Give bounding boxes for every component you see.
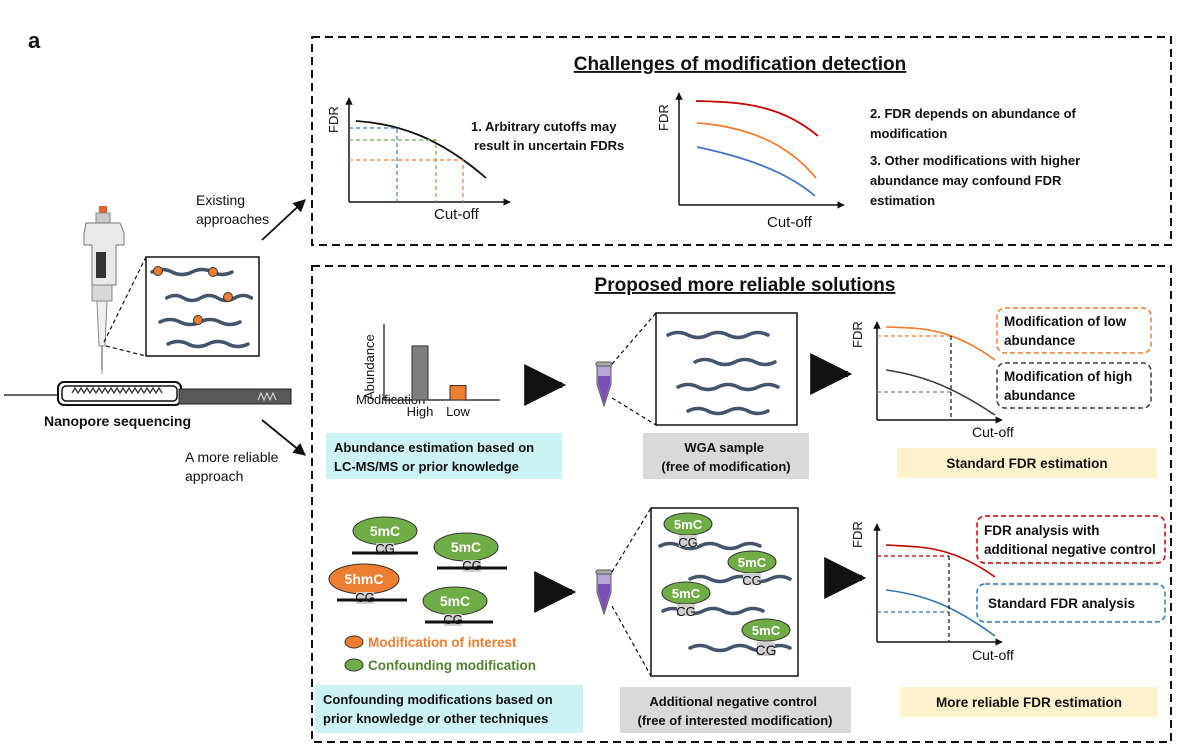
confounding-box bbox=[315, 685, 583, 733]
mod-label-4: 5mC bbox=[440, 593, 470, 609]
legend-standard-analysis bbox=[976, 583, 1166, 623]
bar-tick-label-high: High bbox=[407, 404, 434, 419]
legend-negative-control-text: FDR analysis with additional negative co… bbox=[984, 523, 1156, 557]
abundance-bar-chart: High Low bbox=[383, 324, 500, 419]
note-confound: 3. Other modifications with higher abund… bbox=[870, 153, 1084, 208]
panel-label: a bbox=[28, 28, 41, 53]
chart-arbitrary-cutoffs bbox=[345, 97, 511, 206]
existing-approaches-label: Existing approaches bbox=[196, 192, 269, 227]
reliable-fdr-text: More reliable FDR estimation bbox=[936, 695, 1122, 710]
mod-label-1: 5mC bbox=[370, 523, 400, 539]
confounding-text: Confounding modifications based on prior… bbox=[323, 692, 556, 726]
fdr-curve bbox=[355, 120, 487, 179]
control-cg-label-4: CG bbox=[756, 642, 777, 658]
chart-abundance-fdr bbox=[675, 92, 845, 209]
control-mod-label-3: 5mC bbox=[672, 586, 701, 601]
arrow-reliable bbox=[261, 419, 306, 456]
nanopore-sequencing-label: Nanopore sequencing bbox=[44, 413, 191, 429]
control-mod-label-1: 5mC bbox=[674, 517, 703, 532]
arrow-existing bbox=[261, 199, 306, 241]
control-cg-label-2: CG bbox=[742, 573, 762, 588]
fdr1-xlabel: Cut-off bbox=[972, 424, 1014, 440]
challenges-panel bbox=[311, 36, 1172, 246]
control-cg-label-3: CG bbox=[676, 604, 696, 619]
sample-inset bbox=[145, 256, 260, 357]
negative-control-text: Additional negative control (free of int… bbox=[637, 694, 832, 728]
legend-high-abundance bbox=[996, 362, 1152, 409]
wga-sample-box bbox=[643, 433, 809, 479]
control-cg-label-1: CG bbox=[678, 535, 698, 550]
dna-reads-inset bbox=[150, 266, 254, 349]
note-arbitrary-cutoffs: 1. Arbitrary cutoffs may result in uncer… bbox=[471, 119, 624, 153]
fdr1-ylabel: FDR bbox=[850, 321, 865, 348]
abundance-estimation-text: Abundance estimation based on LC-MS/MS o… bbox=[334, 440, 538, 474]
wga-tube-icon bbox=[595, 361, 613, 408]
control-mod-label-2: 5mC bbox=[738, 555, 767, 570]
control-dna-reads bbox=[658, 512, 792, 656]
fdr2-ylabel: FDR bbox=[850, 521, 865, 548]
bar-tick-label-low: Low bbox=[446, 404, 470, 419]
note-abundance: 2. FDR depends on abundance of modificat… bbox=[870, 106, 1079, 141]
bar-low bbox=[449, 384, 467, 401]
mod-label-3: 5hmC bbox=[345, 571, 384, 587]
bar-high bbox=[411, 345, 429, 401]
legend-standard-analysis-text: Standard FDR analysis bbox=[988, 596, 1135, 611]
chart2-xlabel: Cut-off bbox=[767, 214, 813, 231]
mod-label-2: 5mC bbox=[451, 539, 481, 555]
wga-sample-text: WGA sample (free of modification) bbox=[661, 440, 790, 474]
control-mod-label-4: 5mC bbox=[752, 623, 781, 638]
standard-fdr-box bbox=[897, 448, 1157, 478]
chart1-xlabel: Cut-off bbox=[434, 206, 480, 223]
legend-modification-of-interest: Modification of interest bbox=[368, 635, 517, 650]
reliable-fdr-box bbox=[900, 687, 1158, 717]
modification-illustration bbox=[328, 516, 507, 672]
legend-confounding-modification: Confounding modification bbox=[368, 658, 536, 673]
cg-label-4: CG bbox=[443, 612, 463, 627]
nanopore-device bbox=[4, 381, 292, 406]
bar-ylabel-line2: Abundance bbox=[362, 334, 377, 400]
cg-label-2: CG bbox=[462, 558, 482, 573]
reliable-fdr-chart bbox=[873, 523, 1003, 646]
reliable-approach-label: A more reliable approach bbox=[185, 449, 282, 484]
legend-low-abundance bbox=[996, 307, 1152, 354]
pipette-illustration bbox=[83, 206, 125, 374]
fdr2-xlabel: Cut-off bbox=[972, 647, 1014, 663]
wga-sample-inset bbox=[655, 312, 798, 426]
legend-low-abundance-text: Modification of low abundance bbox=[1004, 314, 1130, 348]
negative-control-box bbox=[620, 687, 851, 733]
standard-fdr-chart bbox=[873, 321, 1003, 424]
legend-negative-control bbox=[976, 515, 1166, 564]
challenges-title: Challenges of modification detection bbox=[574, 54, 907, 75]
standard-fdr-text: Standard FDR estimation bbox=[946, 456, 1107, 471]
legend-high-abundance-text: Modification of high abundance bbox=[1004, 369, 1136, 403]
abundance-estimation-box bbox=[326, 433, 562, 479]
cg-label-3: CG bbox=[355, 590, 375, 605]
solutions-title: Proposed more reliable solutions bbox=[595, 275, 896, 296]
chart1-ylabel: FDR bbox=[326, 106, 341, 133]
control-tube-icon bbox=[595, 569, 613, 616]
solutions-panel bbox=[311, 265, 1172, 743]
cg-label-1: CG bbox=[375, 541, 395, 556]
chart2-ylabel: FDR bbox=[656, 104, 671, 131]
